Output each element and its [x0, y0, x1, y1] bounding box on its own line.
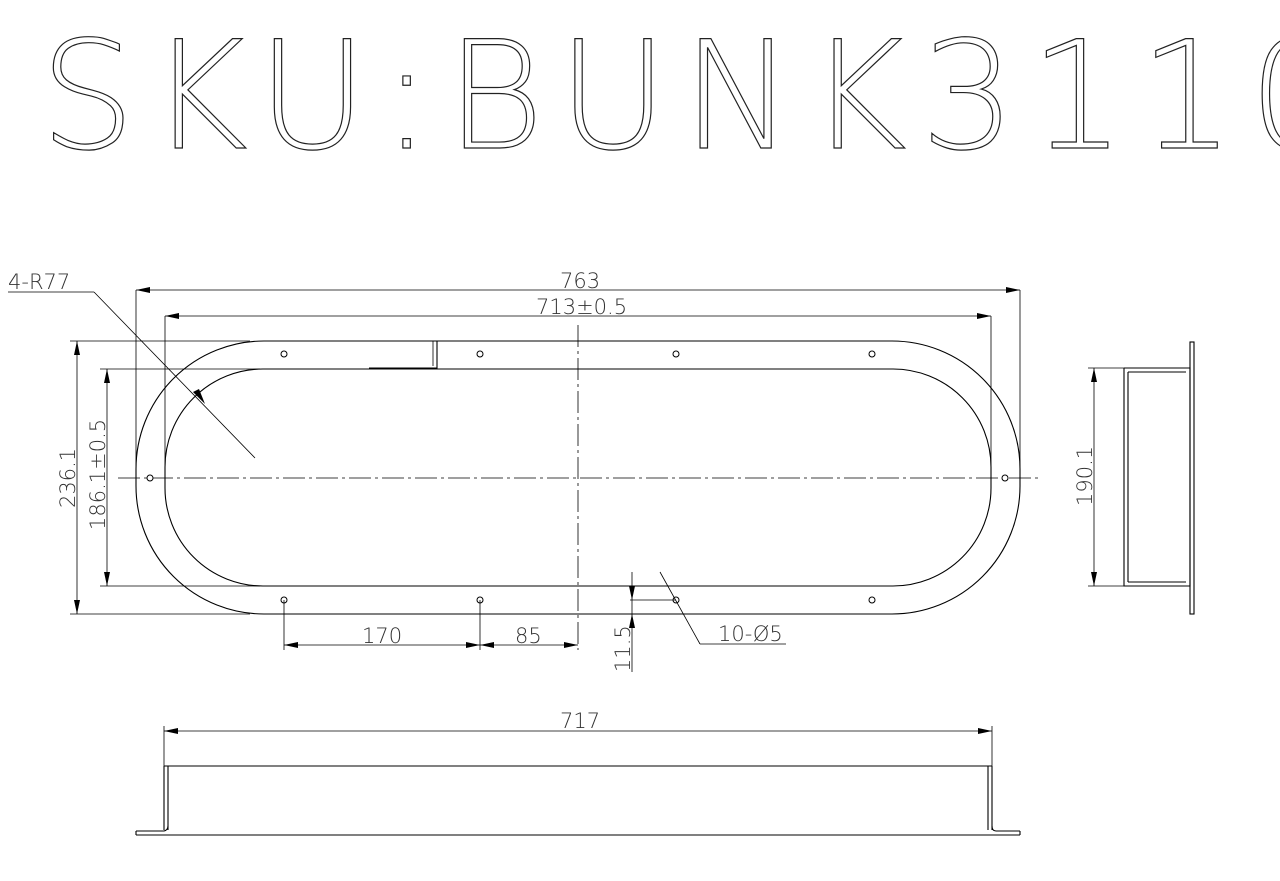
top-notch [369, 341, 438, 369]
dim-717: 717 [560, 709, 600, 733]
dim-holes: 10-Ø5 [718, 622, 783, 646]
hole [868, 596, 876, 604]
arrow [104, 369, 110, 383]
side-flange [1189, 341, 1195, 615]
mounting-holes [146, 350, 1009, 604]
dim-11-5: 11.5 [611, 625, 635, 672]
sku-title: SKU:BUNK3110 [40, 10, 1280, 184]
front-flange-top [136, 825, 1020, 832]
hole [476, 350, 484, 358]
arrow [1091, 368, 1097, 382]
radius-leader [93, 291, 256, 459]
arrow [193, 389, 205, 404]
arrow [978, 728, 992, 734]
arrow [136, 287, 150, 293]
arrow [284, 642, 298, 648]
arrow [564, 642, 578, 648]
hole-leader [659, 571, 701, 645]
arrow [480, 642, 494, 648]
arrow [1091, 572, 1097, 586]
dim-186: 186.1±0.5 [86, 419, 110, 530]
side-view: 190.1 [1073, 341, 1195, 615]
arrow [1006, 287, 1020, 293]
arrow [165, 313, 179, 319]
arrow [466, 642, 480, 648]
hole [868, 350, 876, 358]
arrow [104, 572, 110, 586]
arrow [164, 728, 178, 734]
dim-190: 190.1 [1073, 446, 1097, 506]
arrow [74, 600, 80, 614]
hole [672, 350, 680, 358]
dim-236: 236.1 [56, 448, 80, 508]
arrow [977, 313, 991, 319]
arrow [629, 586, 635, 600]
dim-radius: 4-R77 [8, 270, 70, 294]
dim-713: 713±0.5 [536, 295, 627, 319]
front-view: 717 [135, 709, 1021, 836]
top-view: 763 713±0.5 4-R77 236.1 186.1±0.5 [8, 269, 1040, 672]
arrow [629, 614, 635, 628]
hole [1001, 474, 1009, 482]
dim-85: 85 [515, 624, 542, 648]
hole [280, 350, 288, 358]
side-body [1123, 367, 1191, 587]
arrow [74, 341, 80, 355]
dim-763: 763 [560, 269, 600, 293]
dim-170: 170 [362, 624, 402, 648]
hole [146, 474, 154, 482]
